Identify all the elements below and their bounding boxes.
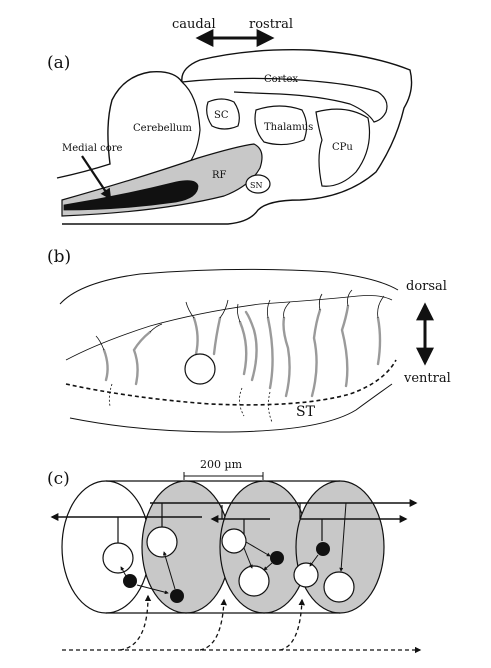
connection-arrow <box>309 554 319 567</box>
cortex-label: Cortex <box>264 74 298 85</box>
dendrite <box>310 308 322 398</box>
input-fiber-branch <box>119 594 152 651</box>
dendrite <box>212 316 222 356</box>
connection-arrow <box>120 566 127 577</box>
axon <box>239 387 245 417</box>
sc-label: SC <box>214 110 229 121</box>
projection-neuron <box>221 528 247 554</box>
panel-b-label: (b) <box>47 247 71 267</box>
medial-core-label: Medial core <box>62 143 122 154</box>
axon <box>185 301 195 319</box>
projection-neuron <box>238 565 270 597</box>
input-fiber-branch <box>199 598 228 651</box>
medial-core-pointer <box>81 155 112 200</box>
dendrite <box>192 316 199 356</box>
brainstem-inner-surface <box>65 295 393 361</box>
sc-region <box>206 98 240 130</box>
axon <box>377 295 385 319</box>
dendrite <box>376 316 382 366</box>
interneuron <box>170 589 184 603</box>
cortex-boundary <box>181 77 388 123</box>
dendrite <box>238 320 248 376</box>
scale-bar-label: 200 µm <box>200 458 243 471</box>
axon <box>266 299 271 319</box>
st-tract <box>65 359 397 406</box>
axon <box>108 383 113 407</box>
panel-c: (c) 200 µm <box>47 458 422 654</box>
input-fibers <box>62 594 422 654</box>
interneuron <box>270 551 284 565</box>
dendrite <box>132 330 152 386</box>
dorsal-label: dorsal <box>406 279 447 294</box>
dendrite <box>340 304 350 388</box>
axon <box>268 391 273 423</box>
module-unshaded <box>61 480 151 614</box>
brainstem-ventral-outline <box>69 383 393 433</box>
projection-neuron <box>146 526 178 558</box>
connection-arrow <box>136 584 169 595</box>
connection-arrow <box>243 547 253 569</box>
axon <box>347 289 353 307</box>
panel-b: (b) <box>47 247 451 433</box>
axon <box>219 299 229 319</box>
connection-arrow <box>245 541 271 557</box>
caudal-label: caudal <box>172 17 216 32</box>
local-connections <box>120 502 347 595</box>
cerebellum-boundary <box>181 81 201 163</box>
panel-a-label: (a) <box>47 53 70 73</box>
input-fiber-branch <box>279 598 306 651</box>
connection-arrow <box>263 562 273 571</box>
rf-label: RF <box>212 170 227 181</box>
cpu-label: CPu <box>332 142 353 153</box>
panel-a: (a) caudal rostral Cortex SC Thalamus Ce… <box>47 17 413 225</box>
medial-core <box>63 180 199 211</box>
axon <box>236 303 241 323</box>
connection-arrow <box>339 502 347 572</box>
dendrite <box>244 310 258 382</box>
axon <box>149 323 163 333</box>
axon <box>95 335 105 351</box>
cpu-region <box>315 108 371 187</box>
dendrite <box>266 316 274 390</box>
soma-circle <box>184 353 216 385</box>
projection-neuron <box>323 571 355 603</box>
dendrite <box>282 316 291 398</box>
interneuron <box>123 574 137 588</box>
dendrite <box>102 348 109 382</box>
sn-label: SN <box>250 181 262 190</box>
ventral-label: ventral <box>403 371 451 386</box>
thalamus-region <box>254 105 308 146</box>
brainstem-dorsal-outline <box>59 268 399 305</box>
axon <box>318 293 323 311</box>
axon <box>283 301 291 319</box>
sn-region <box>245 174 271 194</box>
interneuron <box>316 542 330 556</box>
panel-c-label: (c) <box>47 469 70 489</box>
dendrite-group <box>102 304 382 398</box>
projection-neuron <box>293 562 319 588</box>
rostral-label: rostral <box>249 17 293 32</box>
projection-neuron <box>102 542 134 574</box>
brain-outline <box>56 49 413 225</box>
connection-arrow <box>162 551 176 590</box>
st-label: ST <box>296 404 316 420</box>
thalamus-label: Thalamus <box>264 122 313 133</box>
cerebellum-label: Cerebellum <box>133 123 192 134</box>
axon-group <box>95 289 385 423</box>
